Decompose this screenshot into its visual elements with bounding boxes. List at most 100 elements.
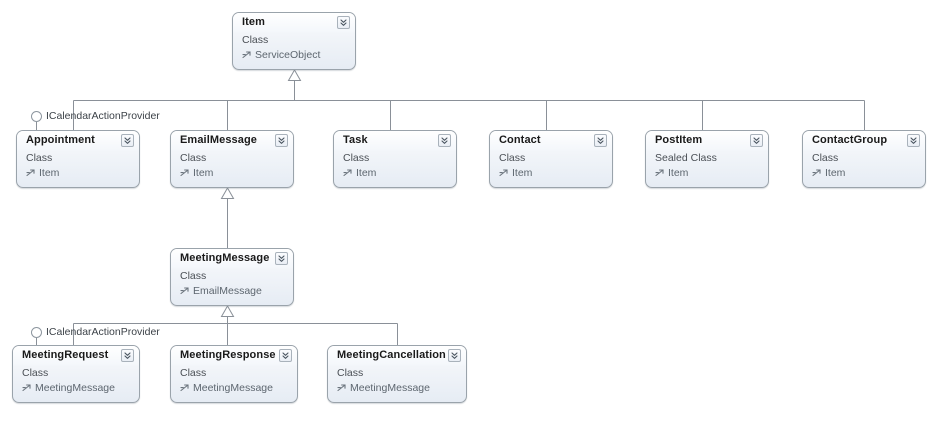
class-header: EmailMessage: [171, 131, 293, 150]
class-base-row: MeetingMessage: [337, 381, 457, 395]
class-title: MeetingRequest: [22, 349, 109, 361]
chevron-double-down-icon[interactable]: [121, 134, 134, 147]
class-base-row: MeetingMessage: [180, 381, 288, 395]
class-header: MeetingRequest: [13, 346, 139, 365]
class-base-row: EmailMessage: [180, 284, 284, 298]
class-body: Sealed Class Item: [646, 150, 768, 180]
arrowhead-item: [287, 68, 302, 81]
inheritance-arrow-icon: [180, 169, 189, 177]
class-box-contact[interactable]: Contact Class Item: [489, 130, 613, 188]
class-box-emailmessage[interactable]: EmailMessage Class Item: [170, 130, 294, 188]
class-stereotype: Class: [180, 270, 207, 282]
class-box-appointment[interactable]: Appointment Class Item: [16, 130, 140, 188]
inheritance-arrow-icon: [499, 169, 508, 177]
class-base-name: MeetingMessage: [350, 382, 430, 394]
class-stereotype: Class: [812, 152, 839, 164]
class-base-row: Item: [180, 166, 284, 180]
class-title: Contact: [499, 134, 541, 146]
inheritance-arrow-icon: [337, 384, 346, 392]
class-header: MeetingCancellation: [328, 346, 466, 365]
class-box-meetingrequest[interactable]: MeetingRequest Class MeetingMessage: [12, 345, 140, 403]
class-base-row: MeetingMessage: [22, 381, 130, 395]
inheritance-arrow-icon: [22, 384, 31, 392]
chevron-double-down-icon[interactable]: [750, 134, 763, 147]
chevron-double-down-icon[interactable]: [448, 349, 461, 362]
class-stereotype: Class: [343, 152, 370, 164]
interface-lollipop-meetingrequest[interactable]: ICalendarActionProvider: [31, 326, 160, 338]
inheritance-arrow-icon: [655, 169, 664, 177]
class-stereotype: Class: [180, 152, 207, 164]
chevron-double-down-icon[interactable]: [275, 252, 288, 265]
class-body: Class MeetingMessage: [13, 365, 139, 395]
class-title: Task: [343, 134, 368, 146]
class-stereotype: Class: [499, 152, 526, 164]
chevron-double-down-icon[interactable]: [594, 134, 607, 147]
class-stereotype: Class: [337, 367, 364, 379]
class-base-name: EmailMessage: [193, 285, 262, 297]
class-base-name: MeetingMessage: [193, 382, 273, 394]
class-base-row: Item: [26, 166, 130, 180]
interface-label: ICalendarActionProvider: [46, 326, 160, 338]
class-title: ContactGroup: [812, 134, 888, 146]
chevron-double-down-icon[interactable]: [438, 134, 451, 147]
class-box-task[interactable]: Task Class Item: [333, 130, 457, 188]
class-base-name: ServiceObject: [255, 49, 321, 61]
class-body: Class Item: [17, 150, 139, 180]
class-base-name: Item: [668, 167, 689, 179]
class-body: Class MeetingMessage: [171, 365, 297, 395]
class-title: PostItem: [655, 134, 703, 146]
class-base-name: Item: [193, 167, 214, 179]
class-base-name: MeetingMessage: [35, 382, 115, 394]
class-box-meetingcancellation[interactable]: MeetingCancellation Class MeetingMessage: [327, 345, 467, 403]
class-box-contactgroup[interactable]: ContactGroup Class Item: [802, 130, 926, 188]
class-header: MeetingMessage: [171, 249, 293, 268]
class-base-name: Item: [356, 167, 377, 179]
class-body: Class Item: [334, 150, 456, 180]
chevron-double-down-icon[interactable]: [907, 134, 920, 147]
chevron-double-down-icon[interactable]: [121, 349, 134, 362]
class-box-meetingmessage[interactable]: MeetingMessage Class EmailMessage: [170, 248, 294, 306]
arrowhead-meetingmessage: [220, 304, 235, 317]
class-stereotype: Class: [22, 367, 49, 379]
class-base-row: Item: [499, 166, 603, 180]
class-header: PostItem: [646, 131, 768, 150]
inheritance-arrow-icon: [343, 169, 352, 177]
class-stereotype: Class: [26, 152, 53, 164]
interface-circle-icon: [31, 326, 42, 338]
class-title: Appointment: [26, 134, 95, 146]
class-body: Class ServiceObject: [233, 32, 355, 62]
interface-lollipop-appointment[interactable]: ICalendarActionProvider: [31, 110, 160, 122]
class-box-postitem[interactable]: PostItem Sealed Class Item: [645, 130, 769, 188]
class-header: Item: [233, 13, 355, 32]
inheritance-arrow-icon: [242, 51, 251, 59]
class-body: Class Item: [803, 150, 925, 180]
class-title: EmailMessage: [180, 134, 258, 146]
class-title: MeetingMessage: [180, 252, 270, 264]
arrowhead-emailmessage: [220, 186, 235, 199]
class-title: MeetingCancellation: [337, 349, 446, 361]
class-body: Class EmailMessage: [171, 268, 293, 298]
class-stereotype: Sealed Class: [655, 152, 717, 164]
class-base-row: Item: [343, 166, 447, 180]
inheritance-arrow-icon: [812, 169, 821, 177]
class-header: Appointment: [17, 131, 139, 150]
chevron-double-down-icon[interactable]: [275, 134, 288, 147]
inheritance-arrow-icon: [180, 287, 189, 295]
class-body: Class Item: [490, 150, 612, 180]
class-header: MeetingResponse: [171, 346, 297, 365]
chevron-double-down-icon[interactable]: [279, 349, 292, 362]
inheritance-arrow-icon: [26, 169, 35, 177]
class-box-meetingresponse[interactable]: MeetingResponse Class MeetingMessage: [170, 345, 298, 403]
class-base-name: Item: [825, 167, 846, 179]
class-box-item[interactable]: Item Class ServiceObject: [232, 12, 356, 70]
interface-label: ICalendarActionProvider: [46, 110, 160, 122]
class-stereotype: Class: [242, 34, 269, 46]
class-base-row: Item: [812, 166, 916, 180]
class-stereotype: Class: [180, 367, 207, 379]
inheritance-arrow-icon: [180, 384, 189, 392]
class-base-row: Item: [655, 166, 759, 180]
chevron-double-down-icon[interactable]: [337, 16, 350, 29]
class-base-name: Item: [39, 167, 60, 179]
